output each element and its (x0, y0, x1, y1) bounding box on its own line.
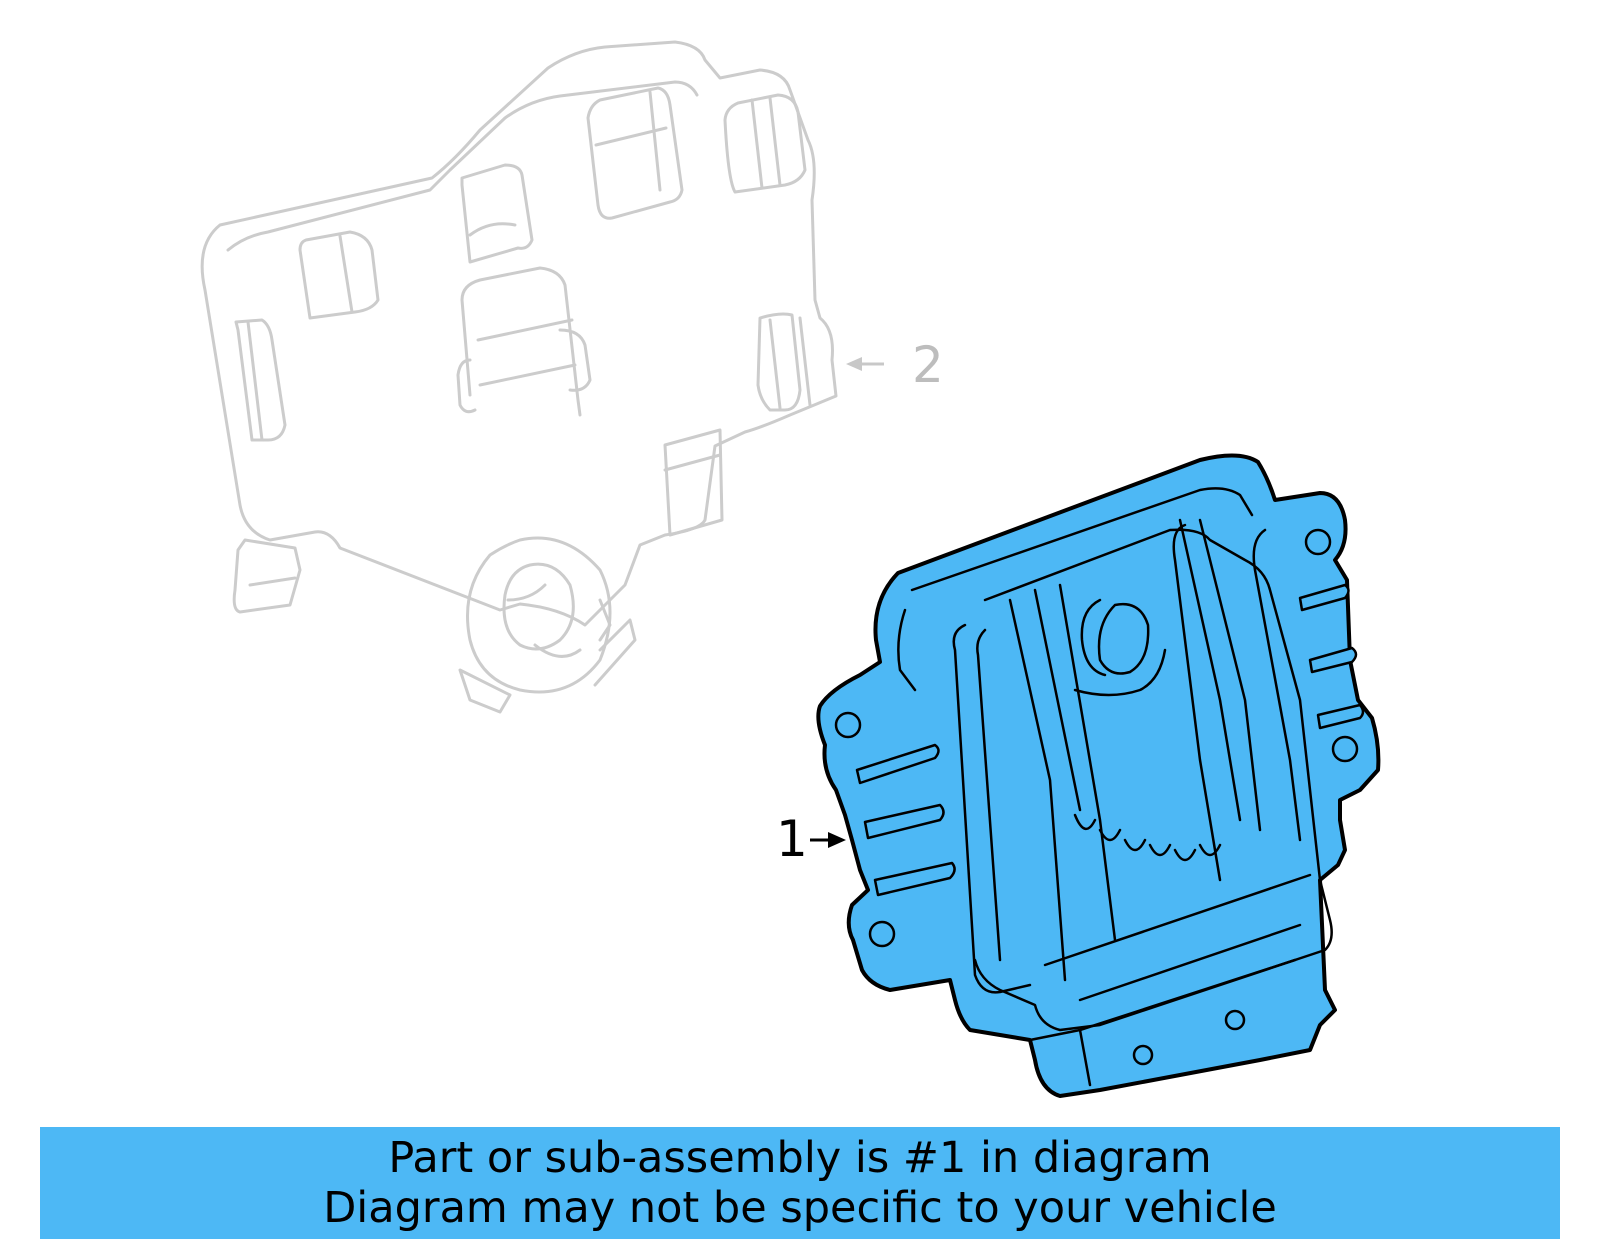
callout-1-arrow (810, 832, 846, 848)
bracket-part-2 (200, 40, 838, 714)
callout-label-1: 1 (776, 810, 808, 868)
callout-2-arrow (846, 357, 884, 371)
banner-line-2: Diagram may not be specific to your vehi… (323, 1183, 1277, 1233)
callout-label-2: 2 (912, 336, 944, 394)
banner-line-1: Part or sub-assembly is #1 in diagram (388, 1133, 1212, 1183)
module-part-1 (816, 453, 1381, 1098)
info-banner: Part or sub-assembly is #1 in diagram Di… (40, 1127, 1560, 1239)
